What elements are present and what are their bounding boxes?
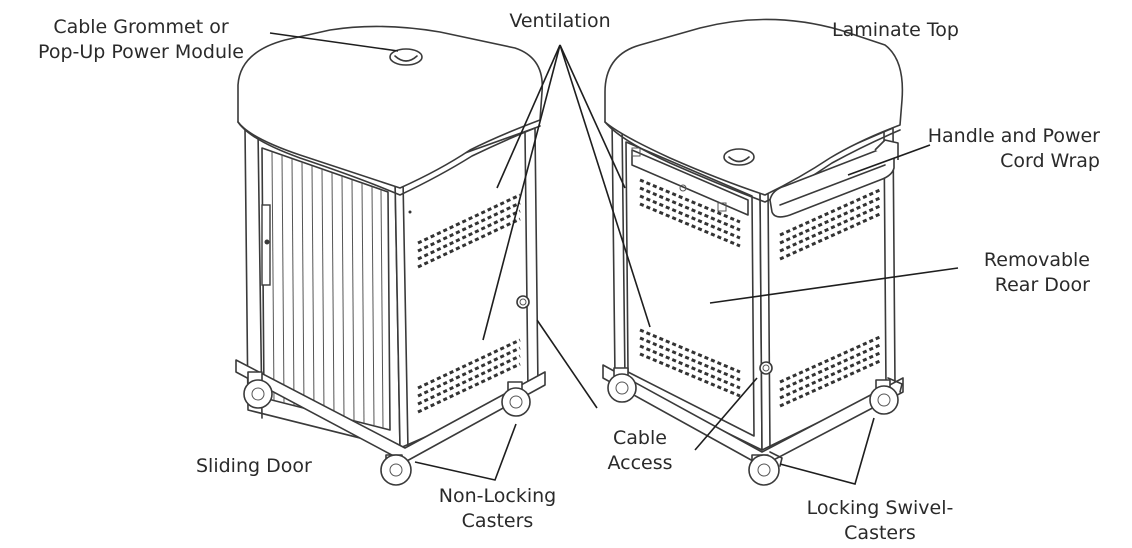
label-locking-line1: Locking Swivel- (806, 497, 954, 519)
label-cable-grommet-line1: Cable Grommet or (53, 16, 229, 38)
right-cart-top (604, 18, 904, 196)
right-cart-base (602, 364, 904, 467)
label-cable-grommet-line2: Pop-Up Power Module (38, 41, 244, 63)
right-cart-caster-front (748, 451, 783, 486)
right-cart-rear-vents-upper (779, 188, 881, 261)
left-cart (235, 25, 546, 486)
label-rear-door-line2: Rear Door (994, 274, 1090, 296)
label-locking-swivel-casters: Locking Swivel- Casters (795, 496, 965, 546)
left-cart-caster-front-right (380, 454, 412, 486)
leader-locking-casters (779, 417, 875, 485)
leader-non-locking-casters (414, 423, 517, 481)
right-cart-caster-right (869, 377, 903, 415)
label-handle-line1: Handle and Power (927, 125, 1100, 147)
leader-ventilation-3 (559, 44, 626, 189)
sliding-door-panel (261, 147, 391, 431)
right-cart-rear-vents-lower (779, 335, 881, 408)
label-sliding-door-line1: Sliding Door (196, 455, 312, 477)
label-handle-line2: Cord Wrap (1000, 150, 1100, 172)
left-cart-cable-port (516, 295, 530, 309)
leader-ventilation-1 (496, 44, 561, 189)
left-cart-grommet (389, 48, 423, 66)
label-removable-rear-door: Removable Rear Door (940, 248, 1090, 298)
label-laminate-top-line1: Laminate Top (832, 19, 959, 41)
leader-cable-access-2 (694, 377, 758, 451)
label-non-locking-line1: Non-Locking (438, 485, 557, 507)
right-cart-grommet (723, 148, 755, 166)
label-non-locking-line2: Casters (461, 510, 534, 532)
left-cart-side-vents-lower (417, 338, 521, 414)
removable-rear-door-panel (625, 141, 755, 437)
left-cart-base (235, 359, 546, 463)
handle-cord-wrap (769, 139, 899, 218)
label-non-locking-casters: Non-Locking Casters (425, 484, 570, 534)
label-cable-access-line2: Access (607, 452, 673, 474)
leader-ventilation-2 (482, 44, 561, 341)
left-cart-caster-front-left (243, 371, 273, 409)
leader-handle (847, 144, 931, 176)
left-cart-top (237, 25, 544, 189)
leader-rear-door (709, 267, 959, 304)
leader-lines (269, 32, 959, 485)
right-cart-caster-left (607, 367, 637, 403)
leader-cable-access-1 (536, 319, 598, 409)
label-ventilation: Ventilation (480, 9, 640, 34)
label-ventilation-line1: Ventilation (509, 10, 611, 32)
right-cart (602, 18, 904, 486)
left-cart-side-vents-upper (417, 193, 521, 269)
left-cart-caster-rear-right (501, 381, 531, 417)
label-locking-line2: Casters (844, 522, 916, 544)
label-handle-cord-wrap: Handle and Power Cord Wrap (908, 124, 1100, 174)
right-cart-cable-port (759, 361, 773, 375)
label-laminate-top: Laminate Top (832, 18, 959, 43)
label-cable-access-line1: Cable (613, 427, 667, 449)
label-rear-door-line1: Removable (983, 249, 1090, 271)
leader-ventilation-4 (559, 44, 651, 328)
leader-cable-grommet (269, 32, 399, 52)
label-sliding-door: Sliding Door (196, 454, 312, 479)
label-cable-grommet: Cable Grommet or Pop-Up Power Module (6, 15, 276, 65)
label-cable-access: Cable Access (590, 426, 690, 476)
